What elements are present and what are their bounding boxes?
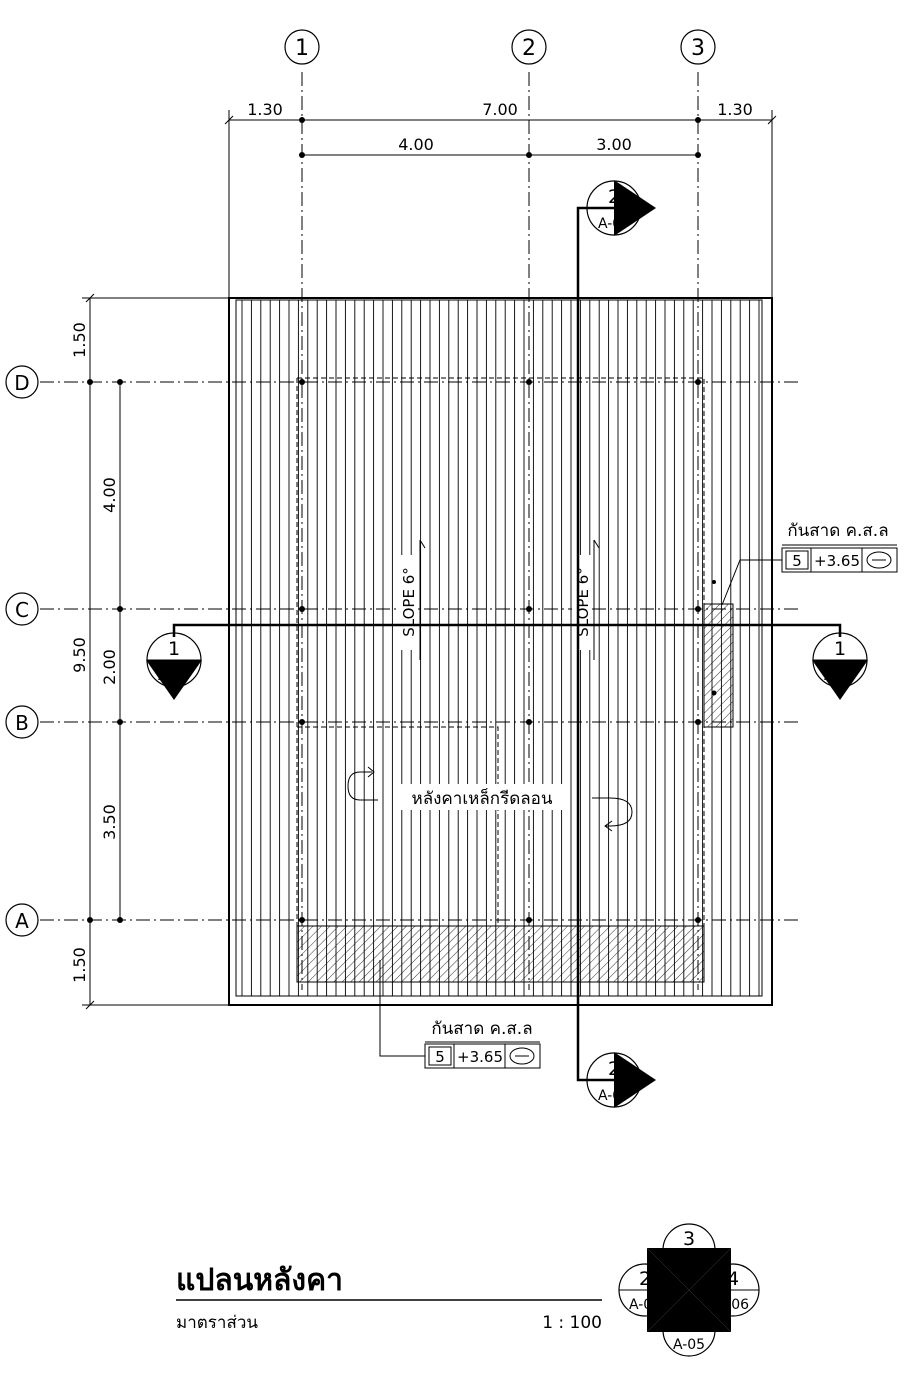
grid-bubble-A: A — [5, 903, 39, 937]
elev-bottom-num: 1 — [683, 1308, 695, 1330]
dim-left-2: 4.00 — [100, 477, 119, 513]
grid-label-1: 1 — [295, 36, 309, 61]
roof-material-text: หลังคาเหล็กรีดลอน — [412, 787, 553, 809]
drawing-title: แปลนหลังคา — [176, 1263, 343, 1298]
canopy-bottom-tag: 5 — [435, 1048, 445, 1066]
dim-left-4: 3.50 — [100, 804, 119, 840]
dim-top-2: 7.00 — [482, 100, 518, 119]
section-bottom-sheet: A-07 — [598, 1088, 630, 1104]
elev-bottom-sheet: A-05 — [673, 1337, 705, 1353]
section-left-sheet: A-07 — [158, 668, 190, 684]
grid-lines — [40, 72, 800, 990]
canopy-callout-bottom: กันสาด ค.ส.ล 5 +3.65 — [379, 960, 541, 1069]
grid-label-2: 2 — [522, 36, 536, 61]
section-top-sheet: A-07 — [598, 216, 630, 232]
elev-top-sheet: A-06 — [673, 1257, 705, 1273]
elev-left-num: 2 — [639, 1268, 651, 1290]
grid-label-A: A — [15, 909, 29, 933]
grid-bubble-D: D — [5, 365, 39, 399]
canopy-bottom-title: กันสาด ค.ส.ล — [431, 1019, 532, 1039]
canopy-right-level: +3.65 — [814, 552, 860, 570]
dim-inner-2: 3.00 — [596, 135, 632, 154]
elev-left: 2 A-05 — [618, 1263, 672, 1317]
dim-top-1: 1.30 — [247, 100, 283, 119]
canopy-bottom-level: +3.65 — [457, 1048, 503, 1066]
scale-value: 1 : 100 — [542, 1313, 602, 1333]
corrugated-roof-lines — [241, 300, 760, 996]
section-right-num: 1 — [834, 638, 846, 660]
dim-left-5: 1.50 — [70, 947, 89, 983]
section-bottom-num: 2 — [608, 1058, 620, 1080]
canopy-right-hatch — [703, 603, 734, 728]
left-dimensions: 1.50 4.00 9.50 2.00 3.50 1.50 — [70, 293, 229, 1010]
dim-left-overall: 9.50 — [70, 637, 89, 673]
slope-text-right: SLOPE 6° — [574, 567, 592, 637]
canopy-right-tag: 5 — [792, 552, 802, 570]
elev-right-num: 4 — [727, 1268, 739, 1290]
grid-bubble-2: 2 — [511, 29, 547, 65]
elev-right-sheet: A-06 — [717, 1297, 749, 1313]
slope-text-left: SLOPE 6° — [400, 567, 418, 637]
grid-bubble-3: 3 — [680, 29, 716, 65]
section-left-num: 1 — [168, 638, 180, 660]
roof-material-label: หลังคาเหล็กรีดลอน — [347, 766, 633, 832]
grid-label-3: 3 — [691, 36, 705, 61]
section-top-num: 2 — [608, 186, 620, 208]
canopy-right-title: กันสาด ค.ส.ล — [787, 521, 888, 541]
elev-bottom: 1 A-05 — [662, 1303, 716, 1357]
section-marker-bottom: 2 A-07 — [586, 1052, 656, 1108]
grid-label-B: B — [15, 711, 29, 735]
grid-label-C: C — [15, 598, 29, 622]
elev-right: 4 A-06 — [706, 1263, 760, 1317]
section-right-sheet: A-07 — [824, 668, 856, 684]
dim-top-3: 1.30 — [717, 100, 753, 119]
scale-label: มาตราส่วน — [176, 1313, 258, 1333]
title-block: แปลนหลังคา มาตราส่วน 1 : 100 — [176, 1263, 602, 1333]
elev-top-num: 3 — [683, 1228, 695, 1250]
canopy-callout-right: กันสาด ค.ส.ล 5 +3.65 — [711, 521, 898, 696]
section-marker-right: 1 A-07 — [812, 632, 868, 700]
roof-outline — [228, 297, 773, 1006]
grid-bubble-B: B — [5, 705, 39, 739]
grid-intersection-dots — [299, 379, 701, 923]
section-marker-left: 1 A-07 — [146, 632, 202, 700]
roof-inner-edge — [235, 299, 763, 997]
grid-bubble-C: C — [5, 592, 39, 626]
elev-left-sheet: A-05 — [629, 1297, 661, 1313]
grid-label-D: D — [14, 371, 29, 395]
elev-top: 3 A-06 — [662, 1223, 716, 1277]
section-marker-top: 2 A-07 — [586, 180, 656, 236]
elevation-key: 3 A-06 2 A-05 4 A-06 1 A-05 — [618, 1223, 760, 1357]
top-dimensions: 1.30 7.00 1.30 4.00 3.00 — [224, 100, 777, 298]
canopy-bottom-hatch — [296, 925, 705, 983]
wall-outline-dashed — [296, 377, 705, 926]
dim-inner-1: 4.00 — [398, 135, 434, 154]
dim-left-3: 2.00 — [100, 649, 119, 685]
slope-label-right: SLOPE 6° — [572, 539, 600, 660]
grid-bubble-1: 1 — [284, 29, 320, 65]
dim-left-1: 1.50 — [70, 322, 89, 358]
